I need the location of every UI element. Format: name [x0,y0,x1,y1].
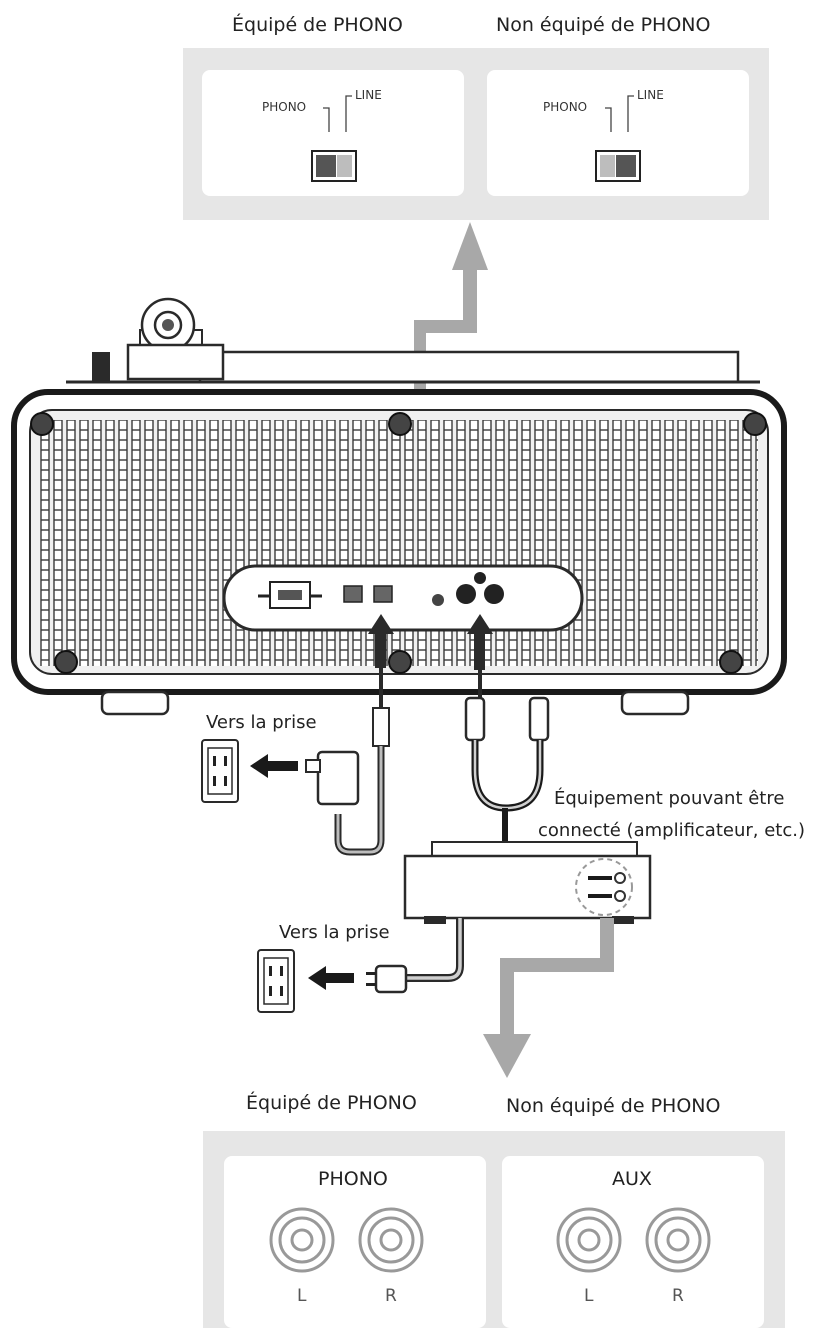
top-switch-panel [183,48,769,220]
channel-label-left: L [584,1286,594,1306]
rca-jack-icon [269,1207,335,1273]
power-outlet-label: Vers la prise [279,922,390,943]
equipment-label-line1: Équipement pouvant être [554,788,785,809]
channel-label-right: R [672,1286,684,1306]
switch-label-line: LINE [355,88,382,102]
switch-phono-position [311,150,357,182]
turntable-body [11,389,787,716]
left-arrow-icon [308,966,354,990]
amplifier-power-cable [366,918,464,994]
down-arrow [483,918,614,1078]
bottom-right-caption: Non équipé de PHONO [506,1095,721,1117]
equipment-label-line2: connecté (amplificateur, etc.) [538,820,805,841]
wall-outlet-icon [257,949,295,1013]
amplifier [403,841,652,924]
bottom-left-caption: Équipé de PHONO [246,1092,417,1114]
switch-label-phono: PHONO [262,100,307,114]
bottom-input-panel [203,1131,785,1328]
phono-input-title: PHONO [318,1168,388,1190]
power-outlet-label: Vers la prise [206,712,317,733]
turntable-top [66,297,760,384]
switch-label-line: LINE [637,88,664,102]
top-right-caption: Non équipé de PHONO [496,14,711,36]
switch-line-position [595,150,641,182]
rca-jack-icon [645,1207,711,1273]
left-arrow-icon [250,754,298,778]
aux-input-title: AUX [612,1168,652,1190]
rca-jack-icon [556,1207,622,1273]
dc-power-cable [305,614,394,856]
screw-icon [30,412,54,436]
wall-outlet-icon [201,739,239,803]
top-left-caption: Équipé de PHONO [232,14,403,36]
channel-label-left: L [297,1286,307,1306]
channel-label-right: R [385,1286,397,1306]
rear-connector-panel [222,564,584,632]
rca-jack-icon [358,1207,424,1273]
switch-label-phono: PHONO [543,100,588,114]
